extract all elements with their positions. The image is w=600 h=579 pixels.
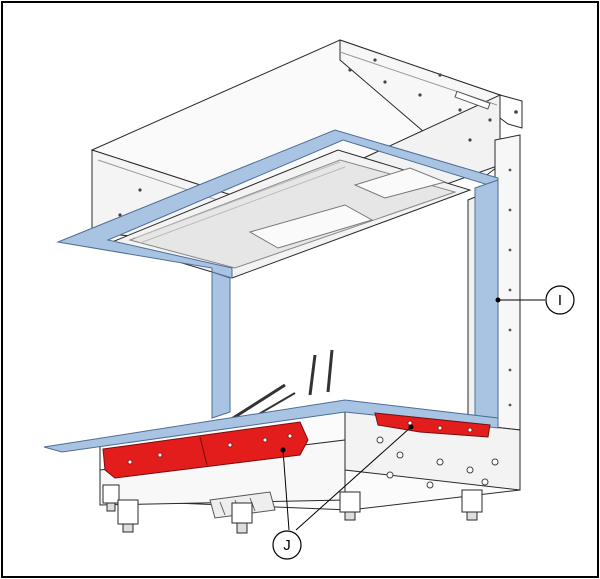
gasket-bottom-frame	[43, 399, 499, 453]
gasket-right-leg	[474, 179, 499, 427]
foot-3	[231, 502, 253, 534]
callout-I-circle	[545, 285, 575, 315]
foot-4	[339, 491, 361, 521]
callout-I: I	[495, 285, 575, 315]
hood-underside	[110, 149, 472, 279]
gasket-I	[43, 129, 499, 453]
callout-J-leader-right	[295, 426, 412, 531]
foot-2	[117, 499, 139, 533]
heater-bolts	[127, 420, 473, 465]
heaters-J	[102, 412, 491, 479]
callout-I-label: I	[558, 292, 562, 309]
gasket-left-leg	[211, 271, 231, 419]
callout-J-label: J	[283, 537, 291, 554]
callout-J-dot-left	[280, 447, 286, 453]
feet	[102, 484, 483, 534]
foot-5	[461, 489, 483, 521]
callout-J-leader-left	[282, 449, 290, 531]
callout-J-circle	[272, 530, 302, 560]
heater-left-element	[102, 421, 309, 479]
callout-J-dot-right	[408, 424, 414, 430]
callout-I-dot	[495, 297, 501, 303]
foot-1	[102, 484, 120, 512]
heater-left-divider	[199, 436, 208, 466]
callout-J: J	[272, 424, 414, 560]
heater-right-element	[374, 412, 491, 438]
gasket-top-frame	[56, 129, 499, 279]
